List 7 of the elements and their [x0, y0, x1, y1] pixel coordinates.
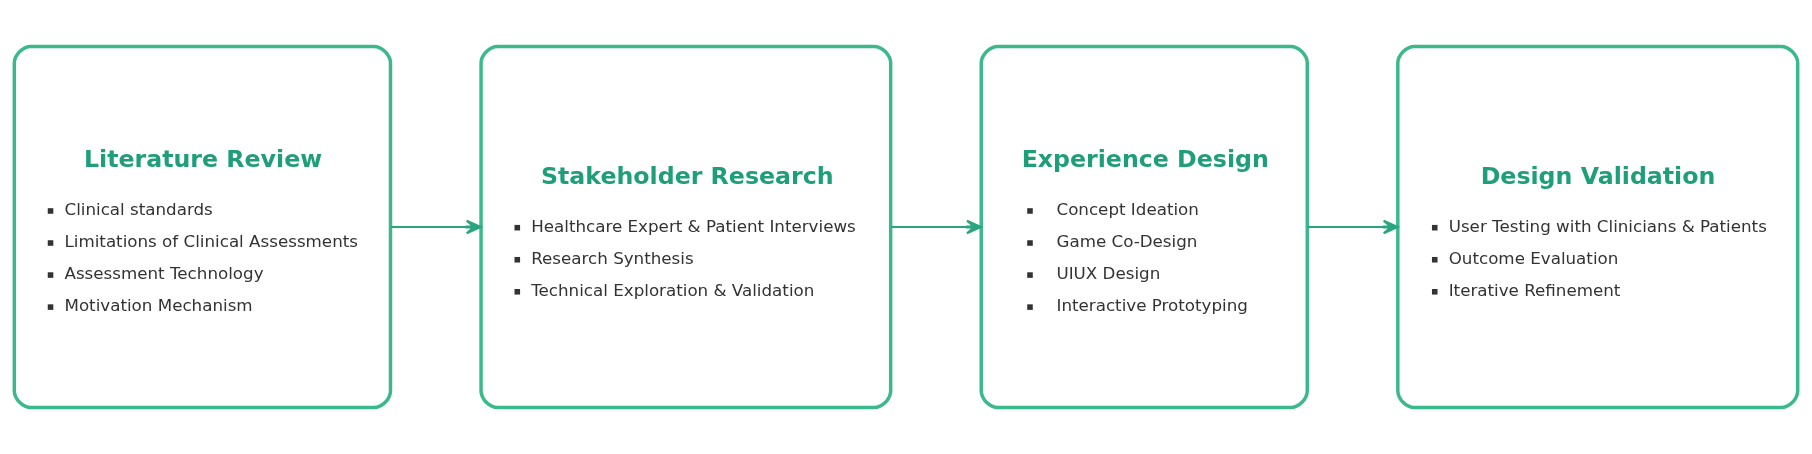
- node-box: Literature Review Clinical standards Limitations of Clinical Assessments Assessment Technology Motivation Mechanism: [12, 44, 393, 410]
- node-box: Stakeholder Research Healthcare Expert & Patient Interviews Research Synthesis Technical Exploration & Validation: [479, 44, 893, 410]
- arrow: [1307, 219, 1399, 235]
- node-box: Experience Design Concept Ideation Game Co-Design UIUX Design Interactive Prototyping: [979, 44, 1309, 410]
- node-box: Design Validation User Testing with Clinicians & Patients Outcome Evaluation Iterative Refinement: [1396, 44, 1800, 410]
- arrow: [891, 219, 982, 235]
- arrow: [391, 219, 482, 235]
